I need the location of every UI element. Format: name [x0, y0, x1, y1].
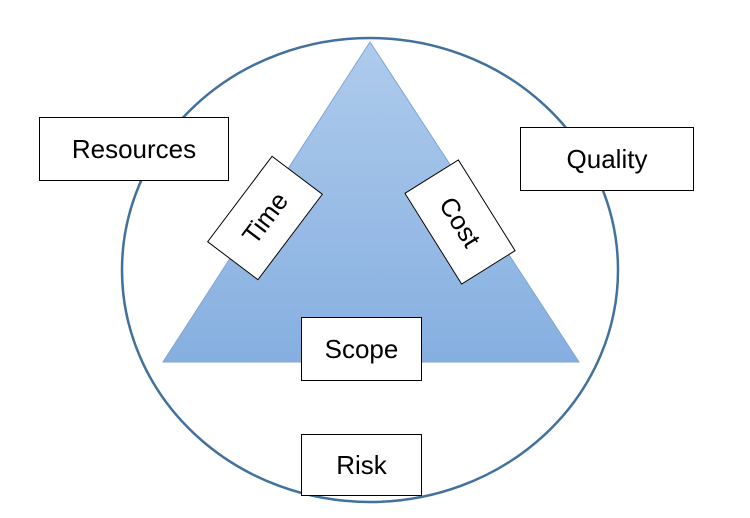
cost-label: Cost: [433, 191, 488, 253]
quality-label: Quality: [566, 143, 648, 174]
risk-box: Risk: [301, 434, 422, 496]
scope-box: Scope: [301, 317, 422, 381]
scope-label: Scope: [324, 333, 399, 364]
constraint-triangle: [162, 41, 580, 363]
quality-box: Quality: [520, 127, 694, 191]
resources-box: Resources: [39, 117, 229, 181]
time-label: Time: [235, 185, 294, 250]
resources-label: Resources: [71, 133, 197, 164]
outer-ellipse: [120, 36, 620, 504]
risk-label: Risk: [336, 449, 387, 480]
